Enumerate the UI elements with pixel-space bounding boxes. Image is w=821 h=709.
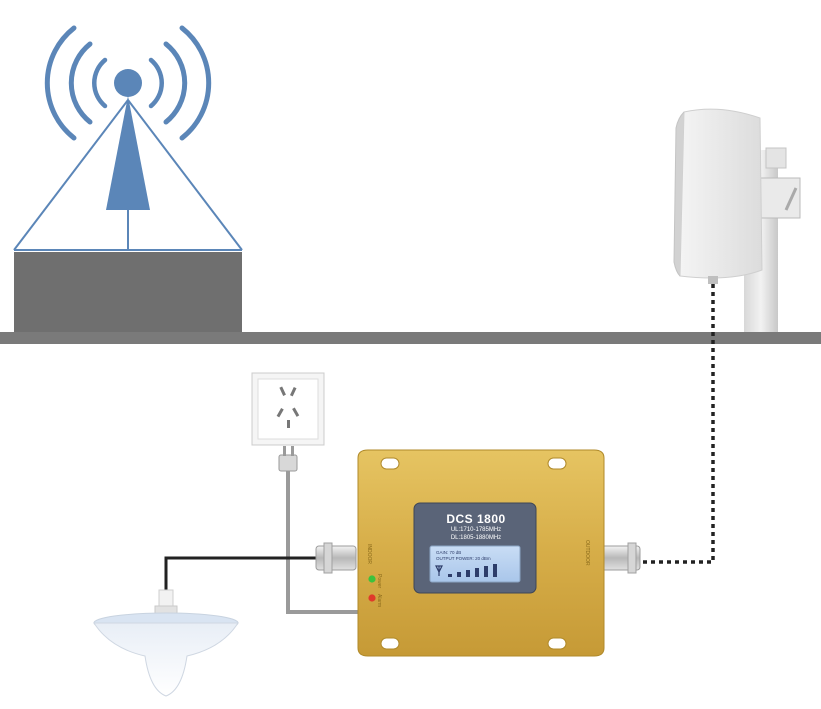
signal-bar (457, 572, 461, 577)
downlink-range-label: DL:1805-1880MHz (450, 535, 502, 541)
outdoor-panel-antenna-icon (673, 108, 801, 332)
antenna-signal-icon (435, 565, 443, 576)
power-plug-icon (278, 446, 298, 472)
repeater-body (357, 449, 605, 657)
alarm-led-label: Alarm (376, 594, 382, 608)
outdoor-cable (640, 284, 715, 564)
indoor-cable (164, 556, 322, 596)
ground-line (0, 332, 821, 344)
outdoor-port-label: OUTDOOR (584, 540, 590, 566)
power-led-label: Power (376, 574, 382, 589)
power-cable (286, 471, 360, 614)
alarm-led-icon (368, 594, 376, 602)
repeater-model-label: DCS 1800 (446, 512, 506, 526)
signal-bar (448, 574, 452, 577)
uplink-range-label: UL:1710-1785MHz (450, 527, 502, 533)
signal-bar (466, 570, 470, 577)
outdoor-port-connector (597, 542, 641, 574)
power-led-icon (368, 575, 376, 583)
signal-bar (484, 566, 488, 577)
cell-tower-icon (13, 25, 243, 251)
indoor-port-connector (315, 542, 357, 574)
signal-bars (448, 564, 497, 577)
signal-bar (493, 564, 497, 577)
lcd-output-readout: OUTPUT POWER: 20 dBm (436, 556, 491, 561)
signal-bar (475, 568, 479, 577)
building-block (14, 252, 242, 334)
wall-socket-icon (251, 372, 325, 446)
indoor-port-label: INDOOR (366, 544, 372, 564)
lcd-gain-readout: GAIN: 70 dB (436, 550, 462, 555)
indoor-dome-antenna-icon (93, 589, 239, 697)
